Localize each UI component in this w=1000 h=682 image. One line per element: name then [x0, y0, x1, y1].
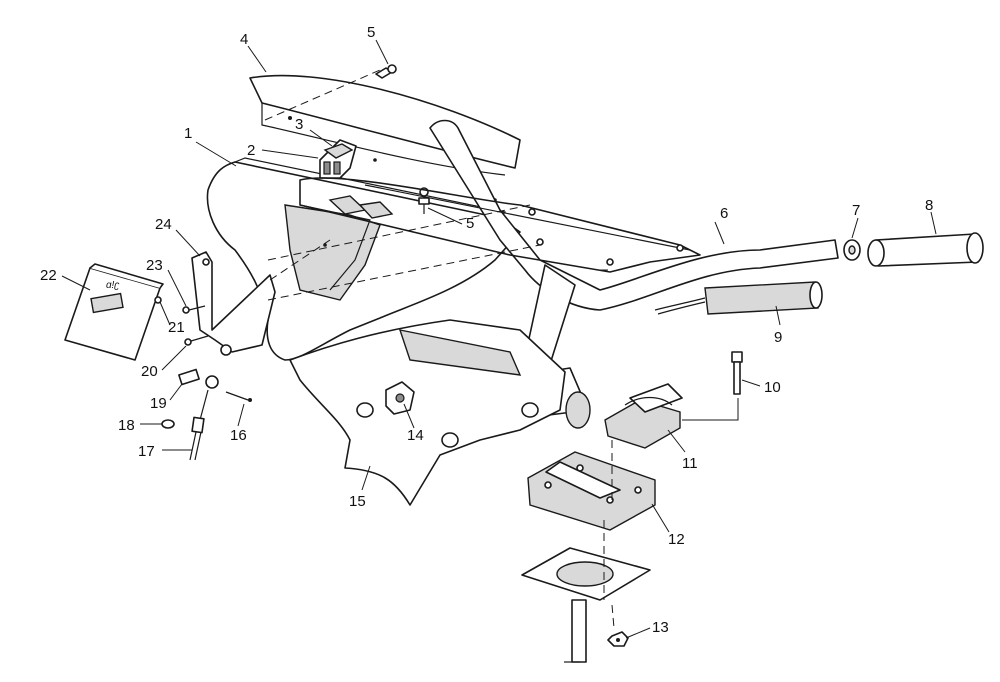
- part-1-pod-housing: [206, 157, 521, 361]
- part-20-screw: [184, 335, 209, 346]
- callout-3: 3: [295, 116, 303, 133]
- callout-23: 23: [146, 257, 163, 274]
- callout-2: 2: [247, 142, 255, 159]
- callout-8: 8: [925, 197, 933, 214]
- part-15-lower-panel: [289, 319, 566, 506]
- callout-10: 10: [764, 379, 781, 396]
- part-23-screw: [182, 305, 206, 314]
- callout-15: 15: [349, 493, 366, 510]
- part-17-cable: [189, 416, 205, 461]
- callout-1: 1: [184, 125, 192, 142]
- callout-6: 6: [720, 205, 728, 222]
- callout-24: 24: [155, 216, 172, 233]
- part-2-3-switch: [319, 139, 357, 179]
- part-24-bracket: [191, 251, 276, 356]
- part-5-screw-top: [375, 64, 397, 79]
- part-13-nut: [607, 631, 629, 647]
- part-11-upper-clamp: [604, 383, 683, 449]
- part-18-clip: [161, 419, 175, 429]
- callout-5-mid: 5: [466, 215, 474, 232]
- callout-labels: 1 2 3 4 5 5 6 7 8 9 10 11 12 13 14 15 16…: [40, 24, 933, 636]
- part-22-gauge: ɑ!ʗ: [64, 263, 164, 361]
- part-4-pod-cover: [249, 69, 521, 176]
- callout-21: 21: [168, 319, 185, 336]
- callout-12: 12: [668, 531, 685, 548]
- callout-9: 9: [774, 329, 782, 346]
- callout-5-top: 5: [367, 24, 375, 41]
- gauge-face-glyph: ɑ!ʗ: [106, 280, 119, 291]
- callout-7: 7: [852, 202, 860, 219]
- callout-17: 17: [138, 443, 155, 460]
- part-14-bracket: [385, 381, 415, 415]
- part-12-lower-clamp: [527, 451, 656, 531]
- callout-18: 18: [118, 417, 135, 434]
- part-9-heated-grip: [654, 281, 823, 315]
- mounting-plate: [521, 547, 651, 663]
- callout-4: 4: [240, 31, 248, 48]
- part-16-cable-end: [199, 375, 252, 421]
- callout-19: 19: [150, 395, 167, 412]
- leader-lines: [61, 39, 937, 639]
- callout-13: 13: [652, 619, 669, 636]
- callout-20: 20: [141, 363, 158, 380]
- callout-14: 14: [407, 427, 424, 444]
- assembly-lines: [267, 204, 739, 629]
- part-8-grip: [867, 232, 984, 267]
- part-10-bolt: [731, 351, 743, 395]
- part-19-pin: [178, 368, 200, 386]
- callout-16: 16: [230, 427, 247, 444]
- callout-11: 11: [682, 455, 698, 472]
- part-7-spacer: [843, 239, 861, 261]
- callout-22: 22: [40, 267, 57, 284]
